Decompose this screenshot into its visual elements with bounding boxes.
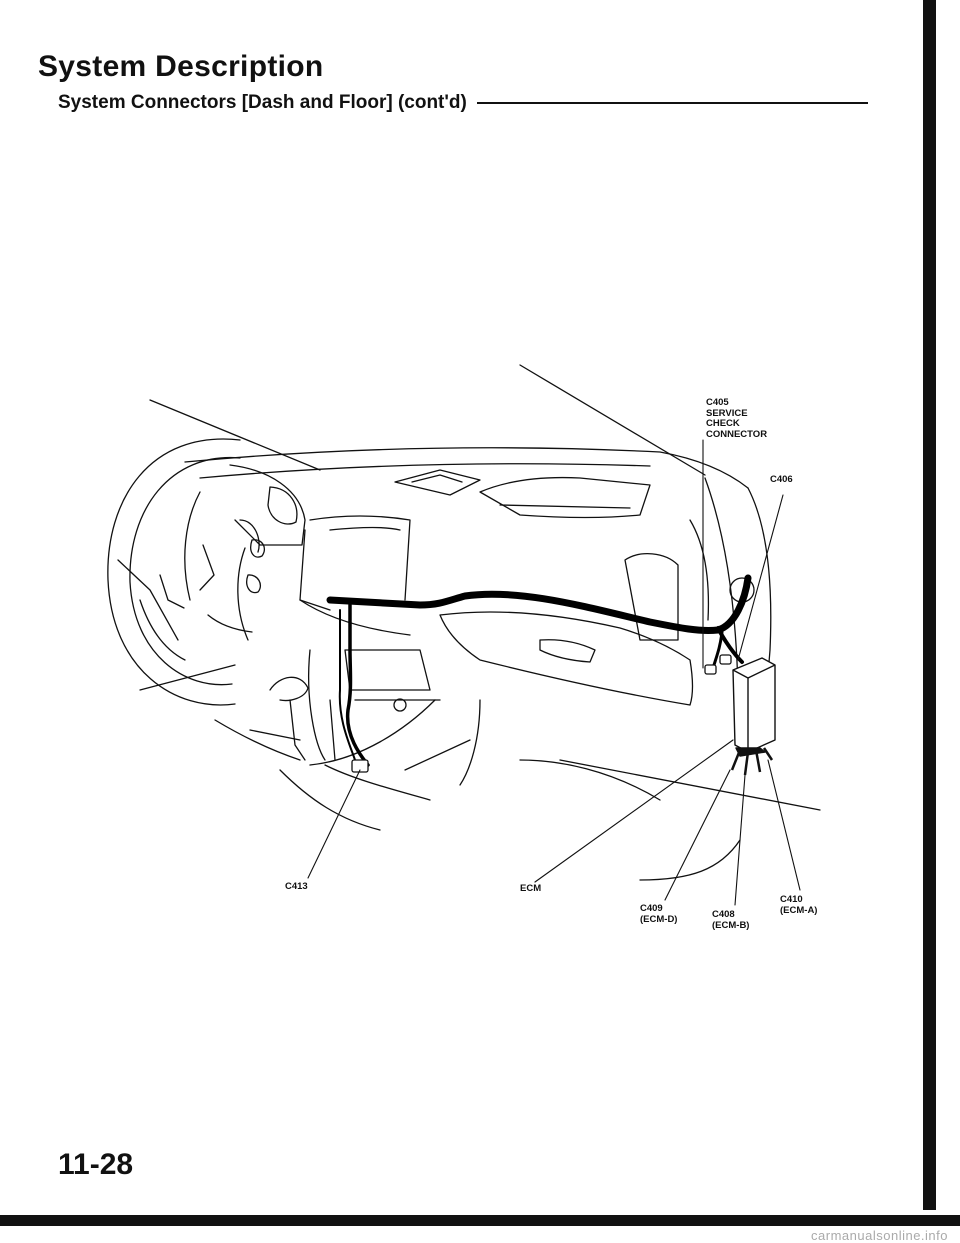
- callout-c409: C409 (ECM-D): [640, 903, 678, 925]
- callout-c405-desc-3: CONNECTOR: [706, 428, 768, 440]
- glove-box: [439, 611, 694, 706]
- callout-c413-id: C413: [285, 881, 308, 892]
- callout-c405-desc-2: CHECK: [706, 418, 740, 429]
- leader-ecm: [534, 739, 734, 883]
- callout-c410-id: C410: [780, 894, 803, 905]
- gear-shift: [249, 676, 309, 761]
- perspective-line: [149, 399, 321, 471]
- leader-c409: [664, 769, 731, 901]
- perspective-line: [559, 759, 821, 811]
- callout-c413: C413: [285, 881, 308, 893]
- callout-c409-desc: (ECM-D): [640, 913, 678, 925]
- wire-harness-drop: [345, 603, 370, 767]
- wire-harness-drop: [338, 609, 356, 761]
- leader-c410: [767, 759, 801, 891]
- callout-c406: C406: [770, 474, 793, 486]
- page-edge-bar: [923, 0, 936, 1210]
- callout-c408-desc: (ECM-B): [712, 919, 750, 931]
- center-vent: [394, 469, 481, 496]
- wire-harness-branch: [716, 626, 744, 664]
- page-number: 11-28: [58, 1148, 134, 1181]
- steering-wheel: [107, 438, 241, 706]
- leader-c406: [737, 494, 784, 661]
- section-header: System Connectors [Dash and Floor] (cont…: [58, 90, 868, 116]
- callout-c405: C405 SERVICE CHECK CONNECTOR: [706, 397, 768, 440]
- center-console: [299, 515, 441, 761]
- callout-c405-desc-1: SERVICE: [706, 407, 748, 419]
- dashboard-top-edge: [184, 447, 749, 489]
- callout-c408: C408 (ECM-B): [712, 909, 750, 931]
- leader-c408: [734, 774, 746, 906]
- passenger-vent: [479, 476, 651, 519]
- callout-c408-id: C408: [712, 909, 735, 920]
- c406-connector-body: [719, 654, 732, 665]
- perspective-line: [519, 364, 706, 476]
- wire-harness-main: [326, 574, 752, 634]
- callout-ecm-id: ECM: [520, 883, 542, 894]
- callout-c406-id: C406: [770, 474, 793, 485]
- c405-connector-body: [704, 664, 717, 675]
- section-rule: [476, 102, 868, 104]
- page-bottom-bar: [0, 1215, 960, 1226]
- page-title: System Description: [38, 50, 324, 83]
- callout-ecm: ECM: [520, 883, 542, 895]
- section-title: System Connectors [Dash and Floor] (cont…: [58, 92, 467, 113]
- watermark: carmanualsonline.info: [811, 1228, 948, 1243]
- c413-connector-body: [351, 759, 369, 773]
- leader-c413: [307, 769, 361, 879]
- gauge-cluster: [229, 464, 306, 553]
- dashboard-right-edge: [747, 487, 772, 713]
- callout-c410: C410 (ECM-A): [780, 894, 818, 916]
- callout-c409-id: C409: [640, 903, 663, 914]
- callout-c405-id: C405: [706, 397, 729, 408]
- callout-c410-desc: (ECM-A): [780, 904, 818, 916]
- ecm-unit: [730, 657, 776, 776]
